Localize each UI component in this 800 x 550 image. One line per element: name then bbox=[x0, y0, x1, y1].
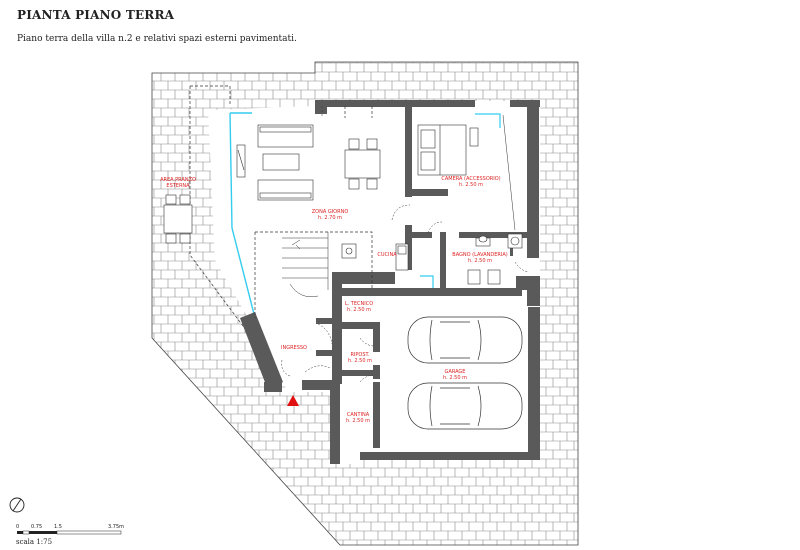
room-labels: AREA PRANZO ESTERNA ZONA GIORNO h. 2.70 … bbox=[160, 176, 508, 424]
scale-tick-3: 3.75m bbox=[108, 524, 124, 530]
label-bedroom-1: CAMERA (ACCESSORIO) bbox=[441, 176, 500, 182]
door-swings bbox=[281, 204, 529, 383]
dining-table bbox=[344, 138, 381, 190]
label-storage-1: RIPOST. bbox=[350, 352, 370, 358]
label-cellar-2: h. 2.50 m bbox=[346, 418, 370, 424]
terrace-overhang bbox=[190, 85, 231, 106]
scale-tick-1: 0.75 bbox=[31, 524, 42, 530]
garage-cars bbox=[407, 316, 523, 430]
scale-label: scala 1:75 bbox=[16, 538, 53, 546]
label-kitchen: CUCINA bbox=[377, 252, 397, 258]
label-terrace-1: AREA PRANZO bbox=[160, 177, 196, 183]
label-terrace-2: ESTERNA bbox=[166, 183, 190, 189]
label-laundry-1: BAGNO (LAVANDERIA) bbox=[452, 252, 507, 258]
entrance-marker bbox=[287, 395, 299, 406]
label-technical-2: h. 2.50 m bbox=[347, 307, 371, 313]
label-entrance: INGRESSO bbox=[281, 345, 307, 351]
label-living-1: ZONA GIORNO bbox=[312, 209, 349, 215]
kitchen-units bbox=[341, 243, 409, 271]
label-cellar-1: CANTINA bbox=[347, 412, 370, 418]
living-furniture bbox=[236, 124, 314, 201]
outdoor-dining bbox=[163, 194, 193, 244]
bed bbox=[417, 124, 479, 176]
label-storage-2: h. 2.50 m bbox=[348, 358, 372, 364]
scale-bar: 0 0.75 1.5 3.75m bbox=[16, 524, 124, 535]
label-living-2: h. 2.70 m bbox=[318, 215, 342, 221]
glazing-west bbox=[229, 112, 256, 319]
label-garage-2: h. 2.50 m bbox=[443, 375, 467, 381]
label-technical-1: L. TECNICO bbox=[345, 301, 373, 307]
scale-tick-2: 1.5 bbox=[54, 524, 62, 530]
page-title: PIANTA PIANO TERRA bbox=[17, 8, 175, 22]
bathroom-fixtures bbox=[467, 233, 523, 285]
north-arrow-icon bbox=[9, 497, 25, 513]
label-laundry-2: h. 2.50 m bbox=[468, 258, 492, 264]
stair-outline bbox=[255, 231, 373, 290]
label-bedroom-2: h. 2.50 m bbox=[459, 182, 483, 188]
scale-tick-0: 0 bbox=[16, 524, 19, 530]
staircase bbox=[282, 232, 329, 297]
page-subtitle: Piano terra della villa n.2 e relativi s… bbox=[17, 34, 297, 44]
label-garage-1: GARAGE bbox=[445, 369, 466, 375]
